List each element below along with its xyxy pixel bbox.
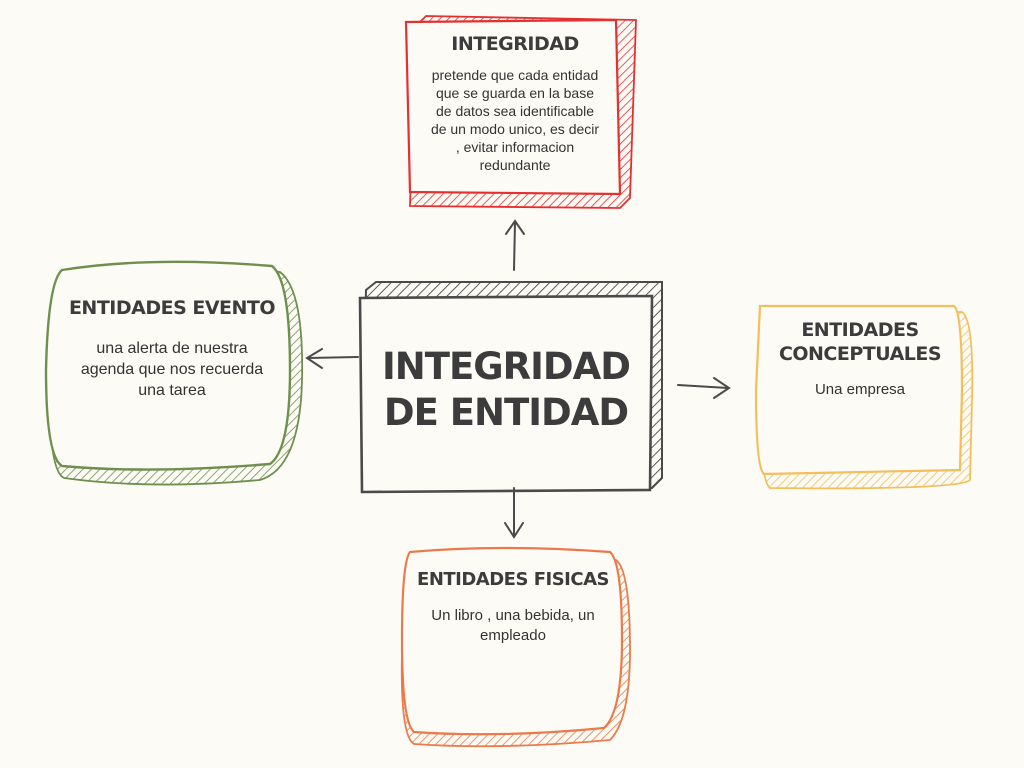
box-entidades-evento [44,260,304,486]
fisicas-description: Un libro , una bebida, un empleado [404,606,622,646]
evento-desc-line: agenda que nos recuerda [80,361,264,378]
conceptuales-description: Una empresa [814,381,906,398]
fisicas-desc-line: Un libro , una bebida, un [431,607,595,624]
box-entidades-fisicas [400,546,631,748]
integridad-desc-line: que se guarda en la base [435,85,594,101]
arrow-to-conceptuales [677,377,731,399]
integridad-desc-line: redundante [479,157,551,173]
arrow-to-fisicas [504,487,524,539]
conceptuales-title-line: CONCEPTUALES [778,343,942,365]
node-center: INTEGRIDAD DE ENTIDAD [362,344,650,436]
arrow-to-evento [305,348,359,369]
integridad-title: INTEGRIDAD [451,33,579,55]
integridad-description: pretende que cada entidad que se guarda … [410,66,620,174]
fisicas-desc-line: empleado [480,627,546,644]
evento-desc-line: una tarea [138,382,206,399]
integridad-desc-line: de un modo unico, es decir [430,121,600,137]
conceptuales-title: ENTIDADES CONCEPTUALES [760,318,960,366]
box-integridad [404,15,637,209]
evento-description: una alerta de nuestra agenda que nos rec… [52,338,292,401]
fisicas-title: ENTIDADES FISICAS [417,569,609,590]
center-title-line: INTEGRIDAD [382,345,631,388]
center-title: INTEGRIDAD DE ENTIDAD [362,344,650,436]
center-title-line: DE ENTIDAD [383,391,629,434]
conceptuales-title-line: ENTIDADES [801,319,919,341]
integridad-desc-line: pretende que cada entidad [431,67,599,83]
box-entidades-conceptuales [754,304,974,490]
node-integridad: INTEGRIDAD pretende que cada entidad que… [410,32,620,174]
arrow-to-integridad [505,219,525,271]
node-entidades-fisicas: ENTIDADES FISICAS Un libro , una bebida,… [404,568,622,646]
integridad-desc-line: , evitar informacion [455,139,575,155]
integridad-desc-line: de datos sea identificable [436,103,594,119]
box-center [358,281,663,494]
node-entidades-conceptuales: ENTIDADES CONCEPTUALES Una empresa [760,318,960,399]
evento-title: ENTIDADES EVENTO [68,297,276,319]
node-entidades-evento: ENTIDADES EVENTO una alerta de nuestra a… [52,296,292,401]
evento-desc-line: una alerta de nuestra [96,340,248,357]
